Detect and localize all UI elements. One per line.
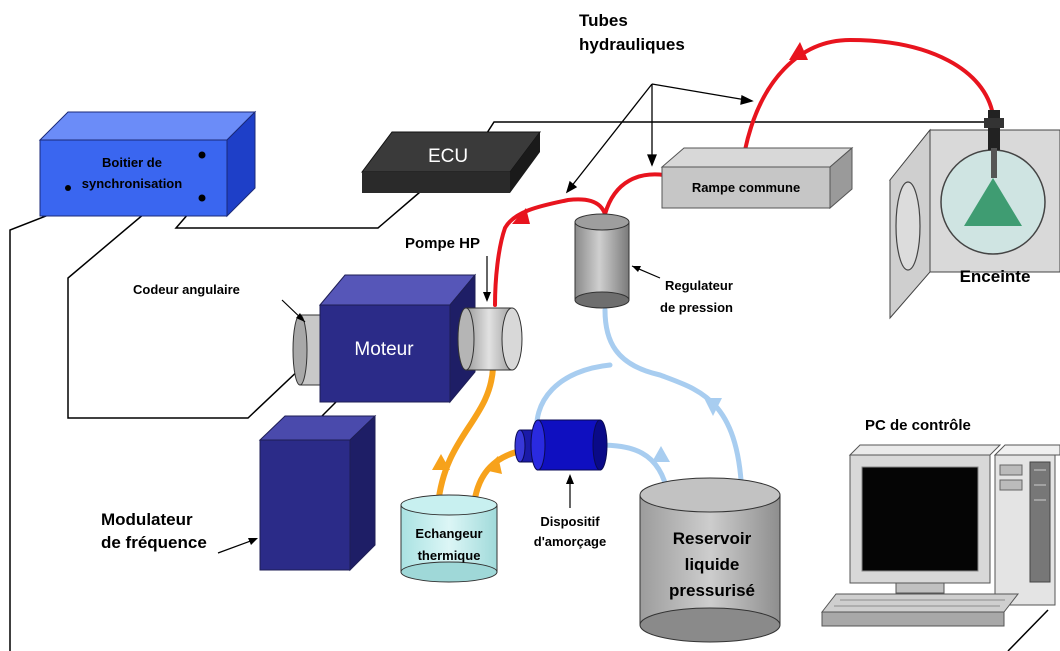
flow-arrow-heat-2	[484, 456, 502, 474]
rampe-commune: Rampe commune	[660, 146, 854, 210]
hp-pipe-regulator-to-rail	[603, 172, 666, 216]
regulateur-label-line1: Regulateur	[665, 278, 733, 293]
echangeur-label-line1: Echangeur	[415, 526, 482, 541]
flow-arrow-lp-1	[704, 398, 722, 416]
hp-pipe-pump-to-regulator	[493, 197, 607, 307]
hp-pipe-rail-to-enceinte	[743, 37, 995, 152]
reservoir: Reservoir liquide pressurisé	[639, 477, 781, 643]
pc-label: PC de contrôle	[865, 417, 971, 434]
modulateur-label-line2: de fréquence	[101, 533, 207, 552]
rampe-label: Rampe commune	[692, 180, 800, 195]
moteur-assembly: Moteur	[292, 273, 523, 404]
lp-pipe-regulator-to-reservoir	[602, 307, 745, 503]
dispositif-label-line1: Dispositif	[540, 514, 600, 529]
regulateur-label-line2: de pression	[660, 300, 733, 315]
flow-arrow-heat-1	[432, 454, 450, 470]
boitier-label-line1: Boitier de	[102, 155, 162, 170]
enceinte-label: Enceinte	[960, 267, 1031, 286]
regulateur-pression	[574, 213, 630, 309]
wire-pc	[1007, 609, 1049, 651]
flow-arrow-hp-1	[512, 208, 530, 224]
dispositif-amorcage	[514, 419, 608, 471]
modulateur-label-line1: Modulateur	[101, 510, 193, 529]
echangeur-label-line2: thermique	[418, 548, 481, 563]
echangeur-thermique: Echangeur thermique	[400, 494, 498, 583]
wire-boitier-to-moteur	[67, 164, 323, 419]
tubes-label-line1: Tubes	[579, 11, 628, 30]
dispositif-label-line2: d'amorçage	[534, 534, 606, 549]
flow-arrow-lp-2	[652, 446, 670, 462]
flow-arrows	[432, 42, 808, 474]
codeur-label: Codeur angulaire	[133, 282, 240, 297]
boitier-synchronisation: Boitier de synchronisation	[38, 110, 257, 218]
flow-arrow-hp-2	[789, 42, 808, 60]
heat-pipe-pump-to-echangeur	[435, 365, 496, 508]
boitier-label-line2: synchronisation	[82, 176, 182, 191]
ecu-box: ECU	[361, 131, 541, 193]
reservoir-label-line2: liquide	[685, 555, 740, 574]
wire-boitier-to-pc	[9, 154, 203, 651]
reservoir-label-line1: Reservoir	[673, 529, 752, 548]
pompe-label: Pompe HP	[405, 235, 480, 252]
modulateur-frequence	[258, 414, 377, 572]
tubes-label-line2: hydrauliques	[579, 35, 685, 54]
tubes-pointers	[565, 83, 754, 194]
pc-controle: PC de contrôle	[820, 417, 1060, 627]
moteur-label: Moteur	[354, 339, 414, 360]
reservoir-label-line3: pressurisé	[669, 581, 755, 600]
ecu-label: ECU	[428, 146, 468, 167]
enceinte: Enceinte	[888, 110, 1060, 320]
